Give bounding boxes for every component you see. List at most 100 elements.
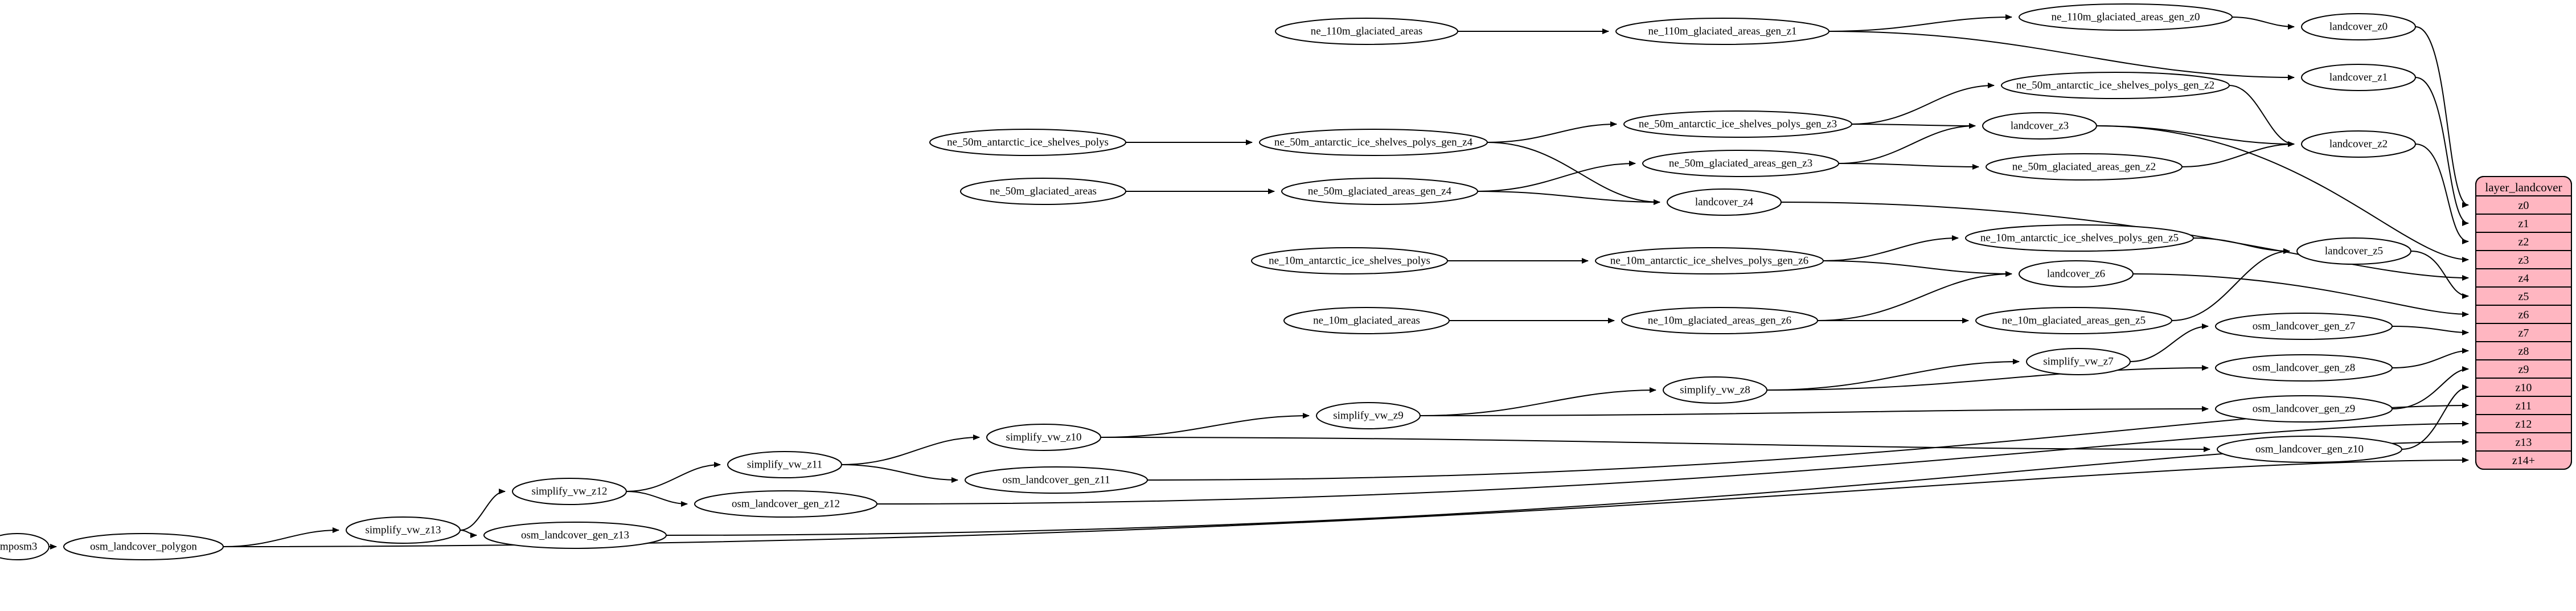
edge-ne_50m_antarctic_ice_shelves_polys_gen_z3-to-ne_50m_antarctic_ice_shelves_polys_gen_z2 (1851, 83, 1995, 125)
node-shape-ne_110m_glaciated_areas (1275, 18, 1458, 45)
node-landcover_z5[interactable]: landcover_z5 (2296, 237, 2411, 265)
edge-ne_10m_glaciated_areas_gen_z6-to-landcover_z6 (1817, 271, 2012, 321)
node-landcover_z3[interactable]: landcover_z3 (1982, 112, 2097, 140)
node-osm_landcover_gen_z7[interactable]: osm_landcover_gen_z7 (2215, 313, 2393, 340)
node-osm_landcover_gen_z10[interactable]: osm_landcover_gen_z10 (2217, 436, 2402, 463)
node-ne_10m_antarctic_ice_shelves_polys_gen_z6[interactable]: ne_10m_antarctic_ice_shelves_polys_gen_z… (1595, 247, 1824, 274)
node-shape-ne_10m_antarctic_ice_shelves_polys_gen_z6 (1595, 247, 1824, 274)
node-ne_10m_antarctic_ice_shelves_polys[interactable]: ne_10m_antarctic_ice_shelves_polys (1251, 247, 1448, 274)
layer-table-row-z5[interactable] (2476, 287, 2571, 305)
edge-landcover_z0-to-layer_landcover_z0 (2415, 26, 2469, 208)
node-shape-imposm3 (0, 533, 50, 560)
node-shape-ne_50m_antarctic_ice_shelves_polys_gen_z4 (1259, 129, 1488, 156)
edge-simplify_vw_z13-to-simplify_vw_z12 (460, 489, 506, 531)
layer-table-row-z0[interactable] (2476, 196, 2571, 214)
layer-table-row-z4[interactable] (2476, 269, 2571, 287)
layer-table-row-z14[interactable] (2476, 451, 2571, 469)
node-imposm3[interactable]: imposm3 (0, 533, 50, 560)
edge-landcover_z1-to-layer_landcover_z1 (2415, 77, 2469, 226)
node-shape-landcover_z0 (2301, 13, 2416, 40)
node-shape-simplify_vw_z8 (1663, 376, 1767, 404)
node-ne_110m_glaciated_areas[interactable]: ne_110m_glaciated_areas (1275, 18, 1458, 45)
node-osm_landcover_gen_z12[interactable]: osm_landcover_gen_z12 (694, 490, 877, 518)
layer-table-row-z3[interactable] (2476, 251, 2571, 269)
edge-ne_10m_antarctic_ice_shelves_polys_gen_z5-to-landcover_z5 (2193, 237, 2290, 254)
edge-simplify_vw_z9-to-osm_landcover_gen_z9 (1420, 406, 2209, 416)
edge-ne_110m_glaciated_areas_gen_z1-to-landcover_z1 (1828, 31, 2295, 80)
edge-simplify_vw_z8-to-osm_landcover_gen_z8 (1766, 365, 2209, 391)
node-landcover_z2[interactable]: landcover_z2 (2301, 130, 2416, 158)
node-landcover_z0[interactable]: landcover_z0 (2301, 13, 2416, 40)
node-ne_10m_glaciated_areas[interactable]: ne_10m_glaciated_areas (1283, 307, 1450, 334)
layer-table-row-z7[interactable] (2476, 323, 2571, 342)
node-ne_50m_antarctic_ice_shelves_polys_gen_z4[interactable]: ne_50m_antarctic_ice_shelves_polys_gen_z… (1259, 129, 1488, 156)
node-osm_landcover_gen_z13[interactable]: osm_landcover_gen_z13 (483, 522, 667, 549)
node-shape-landcover_z2 (2301, 130, 2416, 158)
layer-table-row-z6[interactable] (2476, 305, 2571, 323)
edge-ne_50m_glaciated_areas_gen_z3-to-landcover_z3 (1838, 123, 1976, 164)
node-ne_10m_glaciated_areas_gen_z6[interactable]: ne_10m_glaciated_areas_gen_z6 (1621, 307, 1818, 334)
node-shape-simplify_vw_z11 (727, 451, 842, 478)
node-osm_landcover_gen_z8[interactable]: osm_landcover_gen_z8 (2215, 354, 2393, 382)
layer-table-row-z12[interactable] (2476, 415, 2571, 433)
node-simplify_vw_z13[interactable]: simplify_vw_z13 (346, 516, 461, 544)
edge-osm_landcover_gen_z10-to-layer_landcover_z10 (2401, 384, 2469, 450)
layer-table-row-z10[interactable] (2476, 378, 2571, 396)
node-ne_50m_glaciated_areas_gen_z4[interactable]: ne_50m_glaciated_areas_gen_z4 (1281, 178, 1478, 205)
node-shape-landcover_z1 (2301, 64, 2416, 91)
node-landcover_z4[interactable]: landcover_z4 (1667, 188, 1782, 216)
edge-osm_landcover_gen_z7-to-layer_landcover_z7 (2392, 326, 2469, 335)
node-shape-osm_landcover_polygon (63, 533, 224, 560)
node-simplify_vw_z12[interactable]: simplify_vw_z12 (512, 478, 627, 505)
edge-ne_50m_antarctic_ice_shelves_polys_gen_z2-to-landcover_z2 (2229, 85, 2295, 147)
node-shape-ne_50m_glaciated_areas_gen_z2 (1986, 153, 2183, 181)
edge-simplify_vw_z8-to-simplify_vw_z7 (1766, 359, 2020, 391)
node-ne_110m_glaciated_areas_gen_z0[interactable]: ne_110m_glaciated_areas_gen_z0 (2019, 3, 2233, 31)
node-ne_10m_antarctic_ice_shelves_polys_gen_z5[interactable]: ne_10m_antarctic_ice_shelves_polys_gen_z… (1965, 224, 2194, 252)
edge-landcover_z3-to-layer_landcover_z3 (2096, 125, 2469, 263)
node-osm_landcover_polygon[interactable]: osm_landcover_polygon (63, 533, 224, 560)
node-shape-ne_50m_antarctic_ice_shelves_polys (929, 129, 1126, 156)
node-simplify_vw_z10[interactable]: simplify_vw_z10 (986, 424, 1101, 451)
node-simplify_vw_z7[interactable]: simplify_vw_z7 (2026, 348, 2131, 375)
node-shape-osm_landcover_gen_z10 (2217, 436, 2402, 463)
layer-table-row-z9[interactable] (2476, 360, 2571, 378)
edge-osm_landcover_gen_z9-to-layer_landcover_z9 (2392, 366, 2469, 409)
layer-table-row-z2[interactable] (2476, 232, 2571, 251)
node-shape-simplify_vw_z9 (1316, 402, 1421, 429)
edge-ne_10m_glaciated_areas_gen_z5-to-landcover_z5 (2171, 248, 2290, 321)
node-osm_landcover_gen_z9[interactable]: osm_landcover_gen_z9 (2215, 395, 2393, 423)
node-shape-ne_10m_glaciated_areas_gen_z6 (1621, 307, 1818, 334)
node-ne_50m_glaciated_areas_gen_z3[interactable]: ne_50m_glaciated_areas_gen_z3 (1642, 150, 1839, 177)
layer-table-row-z11[interactable] (2476, 396, 2571, 415)
node-simplify_vw_z11[interactable]: simplify_vw_z11 (727, 451, 842, 478)
nodes-layer: imposm3 osm_landcover_polygon simplify_vw_… (0, 3, 2416, 560)
edge-simplify_vw_z7-to-osm_landcover_gen_z7 (2130, 323, 2209, 362)
node-simplify_vw_z8[interactable]: simplify_vw_z8 (1663, 376, 1767, 404)
node-ne_50m_antarctic_ice_shelves_polys_gen_z3[interactable]: ne_50m_antarctic_ice_shelves_polys_gen_z… (1623, 110, 1852, 138)
node-ne_110m_glaciated_areas_gen_z1[interactable]: ne_110m_glaciated_areas_gen_z1 (1615, 18, 1830, 45)
node-ne_50m_glaciated_areas[interactable]: ne_50m_glaciated_areas (960, 178, 1126, 205)
layer-table-row-z1[interactable] (2476, 214, 2571, 232)
layer-table-row-z13[interactable] (2476, 433, 2571, 451)
node-osm_landcover_gen_z11[interactable]: osm_landcover_gen_z11 (965, 466, 1148, 494)
node-ne_50m_antarctic_ice_shelves_polys[interactable]: ne_50m_antarctic_ice_shelves_polys (929, 129, 1126, 156)
edge-ne_110m_glaciated_areas_gen_z0-to-landcover_z0 (2232, 17, 2295, 30)
node-ne_50m_glaciated_areas_gen_z2[interactable]: ne_50m_glaciated_areas_gen_z2 (1986, 153, 2183, 181)
edge-osm_landcover_gen_z8-to-layer_landcover_z8 (2392, 348, 2469, 368)
node-shape-osm_landcover_gen_z13 (483, 522, 667, 549)
node-landcover_z1[interactable]: landcover_z1 (2301, 64, 2416, 91)
edge-simplify_vw_z9-to-simplify_vw_z8 (1420, 387, 1656, 416)
node-shape-ne_50m_glaciated_areas_gen_z4 (1281, 178, 1478, 205)
edge-osm_landcover_gen_z13-to-layer_landcover_z13 (666, 439, 2469, 536)
node-landcover_z6[interactable]: landcover_z6 (2019, 260, 2134, 288)
edge-simplify_vw_z10-to-simplify_vw_z9 (1100, 413, 1310, 438)
edge-ne_10m_antarctic_ice_shelves_polys_gen_z6-to-ne_10m_antarctic_ice_shelves_polys_gen_z5 (1823, 235, 1959, 261)
node-shape-ne_10m_antarctic_ice_shelves_polys (1251, 247, 1448, 274)
edge-landcover_z5-to-layer_landcover_z5 (2410, 251, 2469, 299)
node-ne_10m_glaciated_areas_gen_z5[interactable]: ne_10m_glaciated_areas_gen_z5 (1975, 307, 2172, 334)
layer-table-row-z8[interactable] (2476, 342, 2571, 360)
node-ne_50m_antarctic_ice_shelves_polys_gen_z2[interactable]: ne_50m_antarctic_ice_shelves_polys_gen_z… (2001, 72, 2230, 99)
edge-simplify_vw_z13-to-osm_landcover_gen_z13 (460, 530, 477, 538)
node-simplify_vw_z9[interactable]: simplify_vw_z9 (1316, 402, 1421, 429)
